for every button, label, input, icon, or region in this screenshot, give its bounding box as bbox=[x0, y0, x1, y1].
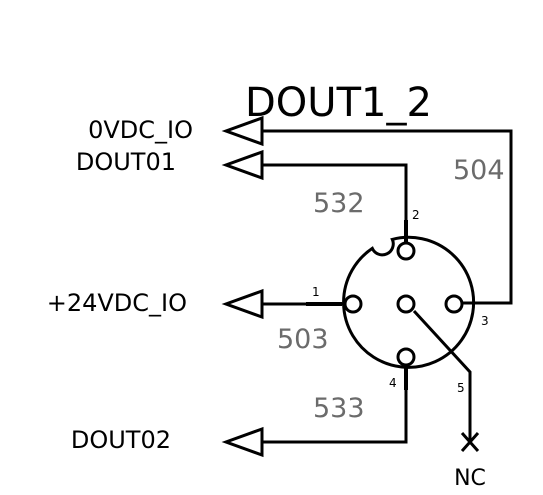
wire-number-503: 503 bbox=[277, 324, 329, 355]
wire-number-533: 533 bbox=[313, 393, 365, 424]
wire-532 bbox=[262, 163, 408, 240]
signal-label-24vdc-io: +24VDC_IO bbox=[47, 289, 187, 317]
pin-number-4: 4 bbox=[389, 376, 397, 390]
pin-number-1: 1 bbox=[312, 285, 320, 299]
no-connect-x-icon bbox=[460, 432, 480, 452]
signal-label-0vdc-io: 0VDC_IO bbox=[88, 116, 193, 144]
signal-label-dout01: DOUT01 bbox=[76, 148, 176, 176]
signal-label-dout02: DOUT02 bbox=[71, 426, 171, 454]
pin-number-5: 5 bbox=[457, 381, 465, 395]
wire-number-532: 532 bbox=[313, 188, 365, 219]
wire-pin5-nc bbox=[412, 309, 472, 442]
pin-2 bbox=[396, 241, 416, 261]
port-arrow-dout02 bbox=[221, 426, 264, 458]
pin-5 bbox=[396, 294, 416, 314]
wire-533 bbox=[262, 367, 408, 444]
wire-504 bbox=[262, 129, 513, 305]
port-arrow-dout01 bbox=[221, 149, 264, 181]
m12-connector-body bbox=[342, 235, 476, 369]
pin-number-2: 2 bbox=[412, 208, 420, 222]
port-arrow-24vdc-io bbox=[221, 288, 264, 320]
pin-3 bbox=[444, 294, 464, 314]
pin-number-3: 3 bbox=[481, 314, 489, 328]
connector-title: DOUT1_2 bbox=[245, 80, 432, 126]
wire-number-504: 504 bbox=[453, 155, 505, 186]
pin-1 bbox=[343, 294, 363, 314]
pin-4 bbox=[396, 347, 416, 367]
no-connect-label: NC bbox=[454, 466, 486, 491]
